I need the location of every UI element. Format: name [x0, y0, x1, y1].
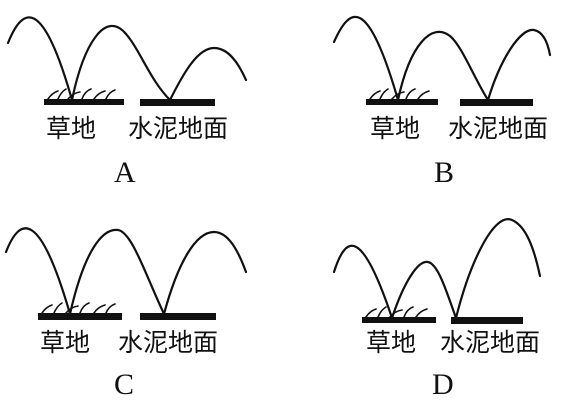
panel-d-grass-label: 草地 — [366, 328, 417, 357]
panel-c-letter: C — [114, 368, 135, 401]
panel-a-grass-bar — [44, 99, 124, 105]
panel-d-letter: D — [432, 368, 454, 401]
panel-d-grass-bar — [362, 317, 436, 323]
panel-d-trajectory — [332, 218, 542, 320]
panel-c-cement-bar — [140, 313, 216, 320]
panel-b-trajectory — [332, 15, 552, 102]
panel-c-grass-tufts — [41, 302, 116, 314]
panel-c-grass-label: 草地 — [40, 328, 91, 357]
panel-b-cement-bar — [460, 99, 533, 106]
panel-b-grass-bar — [366, 99, 438, 105]
panel-a-cement-bar — [140, 99, 215, 106]
panel-d — [332, 218, 542, 324]
panel-b — [332, 15, 552, 106]
panel-b-letter: B — [434, 156, 455, 189]
panel-c — [4, 227, 248, 320]
panel-b-grass-label: 草地 — [370, 114, 421, 143]
panel-c-cement-label: 水泥地面 — [118, 328, 219, 357]
panel-b-cement-label: 水泥地面 — [448, 114, 549, 143]
panel-a-letter: A — [114, 156, 136, 189]
panel-c-grass-bar — [38, 313, 122, 320]
panel-c-trajectory — [4, 227, 248, 316]
panel-b-grass-tufts — [369, 88, 430, 100]
panel-a-cement-label: 水泥地面 — [128, 114, 229, 143]
panel-a-grass-tufts — [47, 88, 116, 100]
panel-a-trajectory — [6, 16, 248, 102]
panel-a — [6, 16, 248, 106]
panel-d-cement-bar — [451, 317, 523, 324]
panel-d-grass-tufts — [365, 306, 428, 318]
panel-d-cement-label: 水泥地面 — [440, 328, 541, 357]
panel-a-grass-label: 草地 — [46, 114, 97, 143]
